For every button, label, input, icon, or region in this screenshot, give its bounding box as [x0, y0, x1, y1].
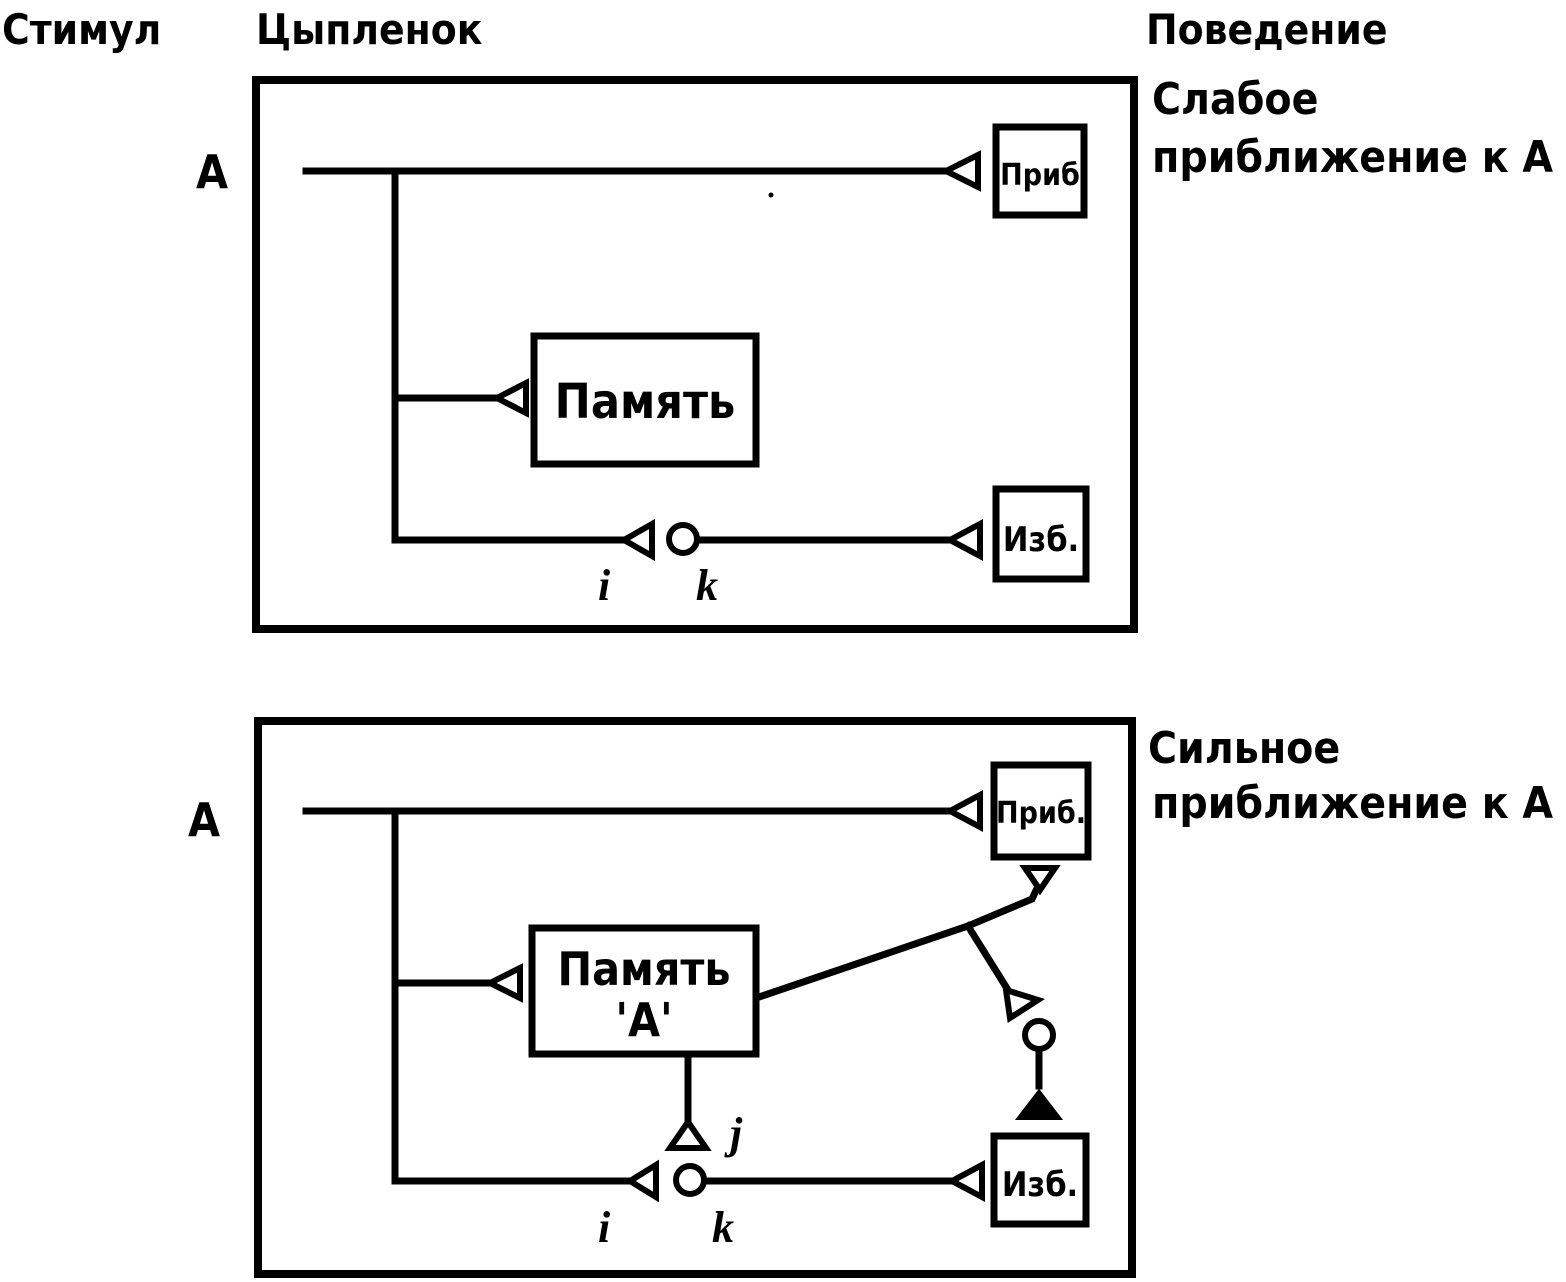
memory-to-approach-line	[757, 879, 1044, 1001]
chick-frame	[252, 76, 1138, 633]
memory-box-label: Память	[555, 374, 736, 430]
stimulus-input-label: A	[196, 145, 228, 199]
stimulus-input-label: A	[188, 793, 220, 847]
panel-weak: A Слабое приближение к А Приб Память Изб…	[196, 74, 1553, 633]
avoid-box	[990, 1132, 1090, 1228]
memory-branch-to-avoid-line	[963, 921, 1013, 995]
avoid-excite-synapse-icon	[1014, 1088, 1064, 1120]
approach-synapse-icon	[943, 790, 983, 832]
stray-dot	[768, 192, 774, 198]
label-k: k	[696, 561, 718, 610]
approach-synapse-icon	[939, 150, 981, 192]
memory-avoid-synapse-icon	[1002, 985, 1046, 1024]
neuron-inhibitory-icon	[1022, 1018, 1056, 1052]
approach-box	[990, 761, 1092, 861]
memory-box-label-line2: 'А'	[615, 993, 672, 1047]
neuron-k-icon	[673, 1163, 707, 1197]
stimulus-header: Стимул	[2, 5, 161, 54]
approach-box-label: Приб	[1000, 158, 1080, 193]
label-j: j	[724, 1109, 743, 1158]
memory-box	[530, 332, 760, 468]
avoid-synapse-icon	[943, 519, 983, 561]
synapse-i-icon	[624, 1159, 659, 1203]
memory-synapse-icon	[490, 378, 529, 418]
label-i: i	[598, 561, 611, 610]
approach-feedback-synapse-icon	[1019, 865, 1061, 896]
chick-header: Цыпленок	[256, 5, 483, 54]
approach-box-label: Приб.	[996, 796, 1086, 831]
label-i: i	[598, 1203, 611, 1252]
memory-box-label-line1: Память	[557, 942, 730, 996]
behavior-label-line1: Сильное	[1148, 723, 1340, 774]
panel-strong: A Сильное приближение к А	[188, 717, 1553, 1278]
approach-box	[992, 123, 1088, 219]
synapse-i-icon	[617, 518, 655, 562]
behavior-label-line2: приближение к А	[1152, 778, 1553, 829]
label-k: k	[712, 1203, 734, 1252]
behavior-label-line1: Слабое	[1152, 74, 1318, 125]
behavior-label-line2: приближение к А	[1152, 132, 1553, 183]
avoid-box-label: Изб.	[1002, 1165, 1078, 1205]
chick-frame	[254, 717, 1136, 1278]
synapse-j-icon	[664, 1116, 712, 1151]
behavior-header: Поведение	[1146, 5, 1388, 54]
neuron-k-icon	[666, 522, 700, 556]
memory-box	[528, 924, 760, 1058]
avoid-box-label: Изб.	[1003, 520, 1079, 560]
memory-synapse-icon	[483, 963, 523, 1003]
avoid-box	[992, 485, 1090, 583]
avoid-synapse-icon	[945, 1160, 985, 1202]
